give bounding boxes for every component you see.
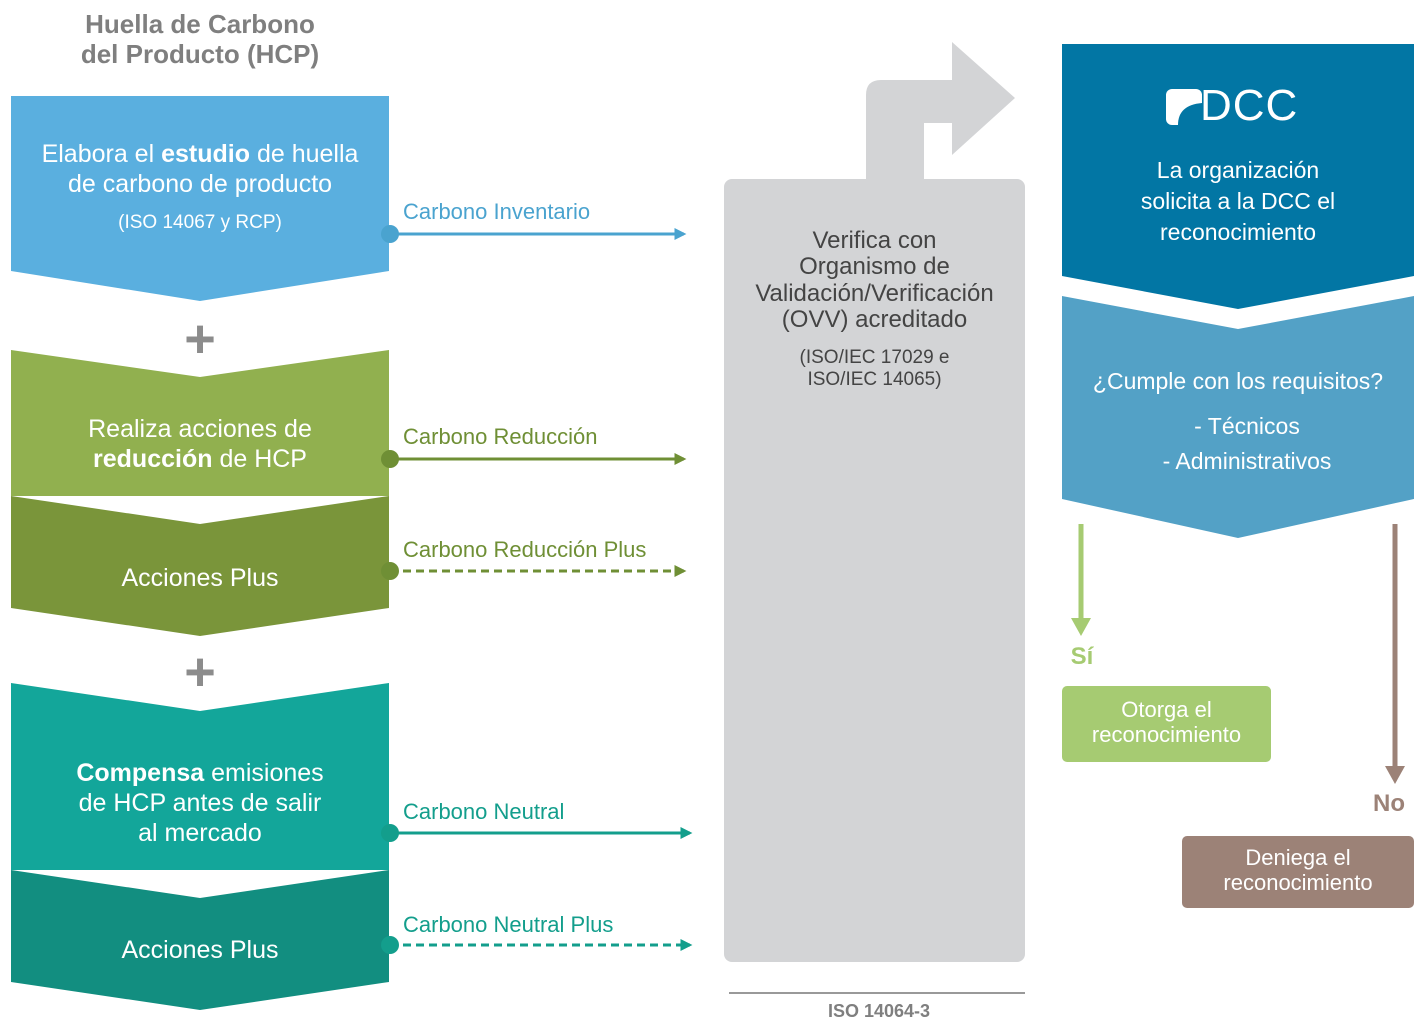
no-text: Deniega el reconocimiento bbox=[1223, 845, 1373, 896]
verify-sub-text: (ISO/IEC 17029 e ISO/IEC 14065) bbox=[799, 347, 950, 390]
arrow-neutral bbox=[381, 824, 693, 842]
box-compensate-plus bbox=[11, 870, 389, 1010]
label-carbono-neutral-plus: Carbono Neutral Plus bbox=[403, 912, 614, 937]
no-label: No bbox=[1373, 790, 1405, 817]
no-box bbox=[1182, 836, 1414, 908]
box-compensate-text: Compensa emisiones de HCP antes de salir… bbox=[11, 758, 389, 848]
dcc-question-box bbox=[1062, 296, 1414, 538]
box-study-text: Elabora el estudio de huella de carbono … bbox=[11, 139, 389, 199]
dcc-request-box bbox=[1062, 44, 1414, 309]
label-carbono-inventario: Carbono Inventario bbox=[403, 199, 591, 224]
arrow-no bbox=[1385, 524, 1405, 784]
arrow-inventario bbox=[381, 225, 687, 243]
box-compensate bbox=[11, 683, 389, 870]
label-carbono-neutral: Carbono Neutral bbox=[403, 799, 565, 824]
box-reduction-post: de HCP bbox=[212, 445, 307, 473]
label-carbono-reduccion-plus: Carbono Reducción Plus bbox=[403, 537, 647, 562]
arrow-neutral-plus bbox=[381, 936, 693, 954]
dcc-req-technical: - Técnicos bbox=[1194, 413, 1300, 439]
arrow-yes bbox=[1071, 524, 1091, 636]
box-reduction-plus-text: Acciones Plus bbox=[121, 564, 279, 592]
box-study-standard: (ISO 14067 y RCP) bbox=[118, 212, 282, 233]
box-reduction-plus bbox=[11, 496, 389, 636]
verify-up-arrow bbox=[866, 42, 1015, 190]
yes-text: Otorga el reconocimiento bbox=[1091, 697, 1242, 748]
dcc-question: ¿Cumple con los requisitos? bbox=[1092, 368, 1384, 394]
verify-main-text: Verifica con Organismo de Validación/Ver… bbox=[755, 227, 994, 334]
box-study-bold: estudio bbox=[161, 140, 250, 168]
box-study-post: de huella de carbono de producto bbox=[67, 140, 359, 198]
box-reduction-pre: Realiza acciones de bbox=[88, 415, 312, 443]
diagram-title: Huella de Carbono del Producto (HCP) bbox=[80, 9, 320, 69]
box-reduction-bold: reducción bbox=[93, 445, 213, 473]
yes-box bbox=[1062, 686, 1271, 762]
box-compensate-bold: Compensa bbox=[76, 759, 205, 787]
yes-label: Sí bbox=[1070, 643, 1094, 670]
dcc-request-text: La organización solicita a la DCC el rec… bbox=[1140, 157, 1336, 246]
box-reduction bbox=[11, 350, 389, 496]
dcc-logo-text: DCC bbox=[1200, 81, 1299, 130]
plus-sign-1: + bbox=[184, 309, 216, 369]
verify-box bbox=[724, 179, 1025, 962]
iso-footer: ISO 14064-3 bbox=[827, 1001, 931, 1021]
plus-sign-2: + bbox=[184, 642, 216, 702]
box-compensate-plus-text: Acciones Plus bbox=[121, 936, 279, 964]
dcc-req-admin: - Administrativos bbox=[1162, 448, 1332, 474]
box-study bbox=[11, 96, 389, 301]
box-reduction-text: Realiza acciones de reducción de HCP bbox=[11, 414, 389, 474]
box-study-pre: Elabora el bbox=[41, 140, 162, 168]
label-carbono-reduccion: Carbono Reducción bbox=[403, 424, 598, 449]
dcc-logo-icon bbox=[1166, 89, 1202, 125]
arrow-reduccion bbox=[381, 450, 687, 468]
arrow-reduccion-plus bbox=[381, 562, 687, 580]
box-compensate-post: emisiones de HCP antes de salir al merca… bbox=[78, 759, 324, 847]
